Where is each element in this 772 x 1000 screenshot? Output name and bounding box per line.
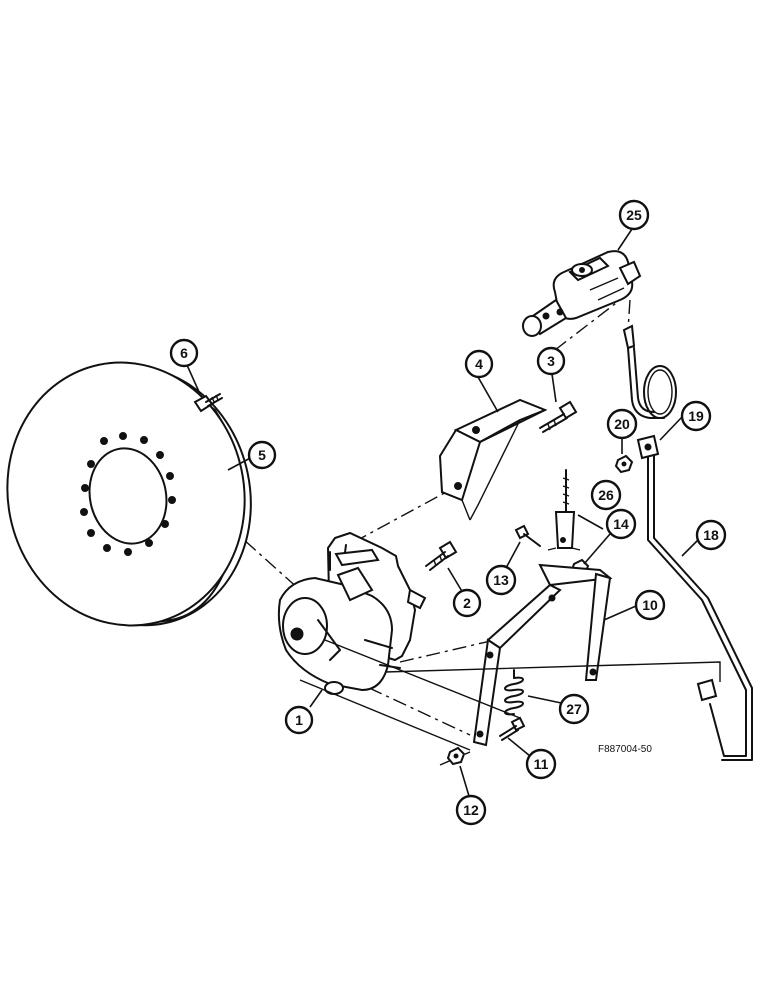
callout-label: 13 bbox=[493, 572, 509, 588]
callout-label: 6 bbox=[180, 345, 188, 361]
callout-12: 12 bbox=[455, 794, 487, 826]
callout-25: 25 bbox=[618, 199, 650, 231]
callout-label: 12 bbox=[463, 802, 479, 818]
callout-4: 4 bbox=[464, 349, 494, 379]
bolt-11 bbox=[499, 716, 526, 741]
callout-label: 2 bbox=[463, 595, 471, 611]
callout-14: 14 bbox=[605, 508, 637, 540]
nut-12 bbox=[446, 746, 466, 766]
callout-label: 3 bbox=[547, 353, 555, 369]
callout-5: 5 bbox=[247, 440, 277, 470]
callout-18: 18 bbox=[695, 519, 727, 551]
spring-27 bbox=[504, 669, 524, 716]
callout-13: 13 bbox=[485, 564, 517, 596]
linkage-lines bbox=[299, 639, 721, 751]
callout-2: 2 bbox=[452, 588, 482, 618]
callout-19: 19 bbox=[680, 400, 712, 432]
callout-27: 27 bbox=[558, 693, 590, 725]
callout-label: 25 bbox=[626, 207, 642, 223]
disc-bolt-holes bbox=[80, 432, 176, 556]
callout-3: 3 bbox=[536, 346, 566, 376]
callout-label: 19 bbox=[688, 408, 704, 424]
disc-part bbox=[6, 361, 252, 627]
caliper-housing bbox=[277, 531, 427, 695]
callout-1: 1 bbox=[284, 705, 314, 735]
callout-label: 18 bbox=[703, 527, 719, 543]
callout-label: 26 bbox=[598, 487, 614, 503]
figure-code: F887004-50 bbox=[598, 744, 652, 755]
callout-label: 10 bbox=[642, 597, 658, 613]
bolt-6 bbox=[193, 393, 223, 413]
callout-label: 27 bbox=[566, 701, 582, 717]
callout-10: 10 bbox=[634, 589, 666, 621]
clamp-fitting-19 bbox=[636, 434, 660, 460]
callout-20: 20 bbox=[606, 408, 638, 440]
callout-label: 20 bbox=[614, 416, 630, 432]
callout-label: 5 bbox=[258, 447, 266, 463]
bolt-2 bbox=[425, 540, 458, 571]
callout-label: 1 bbox=[295, 712, 303, 728]
nut-20 bbox=[614, 454, 634, 474]
support-bracket-10 bbox=[472, 563, 613, 747]
callout-6: 6 bbox=[169, 338, 199, 368]
bolt-13 bbox=[514, 524, 541, 547]
brake-line-18 bbox=[622, 324, 753, 761]
callout-label: 14 bbox=[613, 516, 629, 532]
callout-label: 11 bbox=[534, 756, 549, 772]
callout-label: 4 bbox=[475, 356, 483, 372]
adjuster-rod-26 bbox=[547, 469, 581, 551]
master-cylinder-25 bbox=[522, 250, 642, 337]
callout-11: 11 bbox=[525, 748, 557, 780]
bracket-plate-4 bbox=[438, 398, 548, 521]
callout-26: 26 bbox=[590, 479, 622, 511]
bolt-3 bbox=[539, 400, 578, 433]
